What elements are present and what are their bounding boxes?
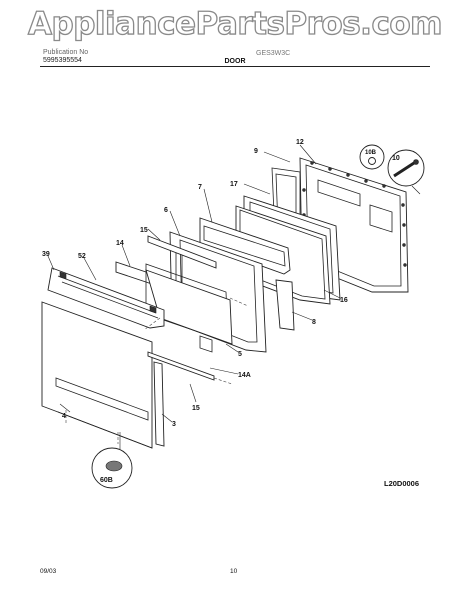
callout-52: 52 bbox=[78, 253, 86, 260]
footer-page-number: 10 bbox=[230, 568, 238, 575]
callout-15-bottom: 15 bbox=[192, 405, 200, 412]
callout-60b: 60B bbox=[100, 477, 113, 484]
part-8-trim bbox=[275, 279, 295, 331]
callout-14: 14 bbox=[116, 240, 124, 247]
part-15-top-channel bbox=[147, 235, 217, 269]
callout-10: 10 bbox=[392, 155, 400, 162]
callout-7: 7 bbox=[198, 184, 202, 191]
callout-6: 6 bbox=[164, 207, 168, 214]
model-number: GES3W3C bbox=[256, 50, 291, 57]
part-5-glass-pane bbox=[145, 269, 233, 353]
footer-date: 09/03 bbox=[40, 568, 57, 575]
part-7-insulation bbox=[199, 217, 291, 275]
part-4-outer-door bbox=[41, 301, 153, 449]
callout-14a: 14A bbox=[238, 372, 251, 379]
part-15-bottom-channel bbox=[147, 351, 233, 385]
callout-12: 12 bbox=[296, 139, 304, 146]
callout-8: 8 bbox=[312, 319, 316, 326]
callout-10b: 10B bbox=[365, 150, 377, 156]
leader-lines bbox=[47, 144, 341, 423]
callout-15-top: 15 bbox=[140, 227, 148, 234]
callout-16: 16 bbox=[340, 297, 348, 304]
publication-number: 5995395554 bbox=[43, 57, 82, 64]
callout-9: 9 bbox=[254, 148, 258, 155]
callout-39: 39 bbox=[42, 251, 50, 258]
fastener-10-screw bbox=[387, 149, 425, 195]
callout-3: 3 bbox=[172, 421, 176, 428]
callout-5: 5 bbox=[238, 351, 242, 358]
fastener-60b-screw bbox=[91, 432, 133, 489]
fastener-10b-washer bbox=[359, 144, 385, 170]
publication-label: Publication No bbox=[43, 49, 89, 56]
part-39-handle bbox=[47, 267, 165, 329]
part-3-side-trim bbox=[153, 361, 165, 447]
header-rule bbox=[40, 66, 430, 67]
callout-4: 4 bbox=[62, 413, 66, 420]
watermark: AppliancePartsPros.com bbox=[27, 5, 443, 42]
diagram-code: L20D0006 bbox=[384, 479, 420, 488]
callout-17: 17 bbox=[230, 181, 238, 188]
section-title: DOOR bbox=[224, 58, 246, 65]
